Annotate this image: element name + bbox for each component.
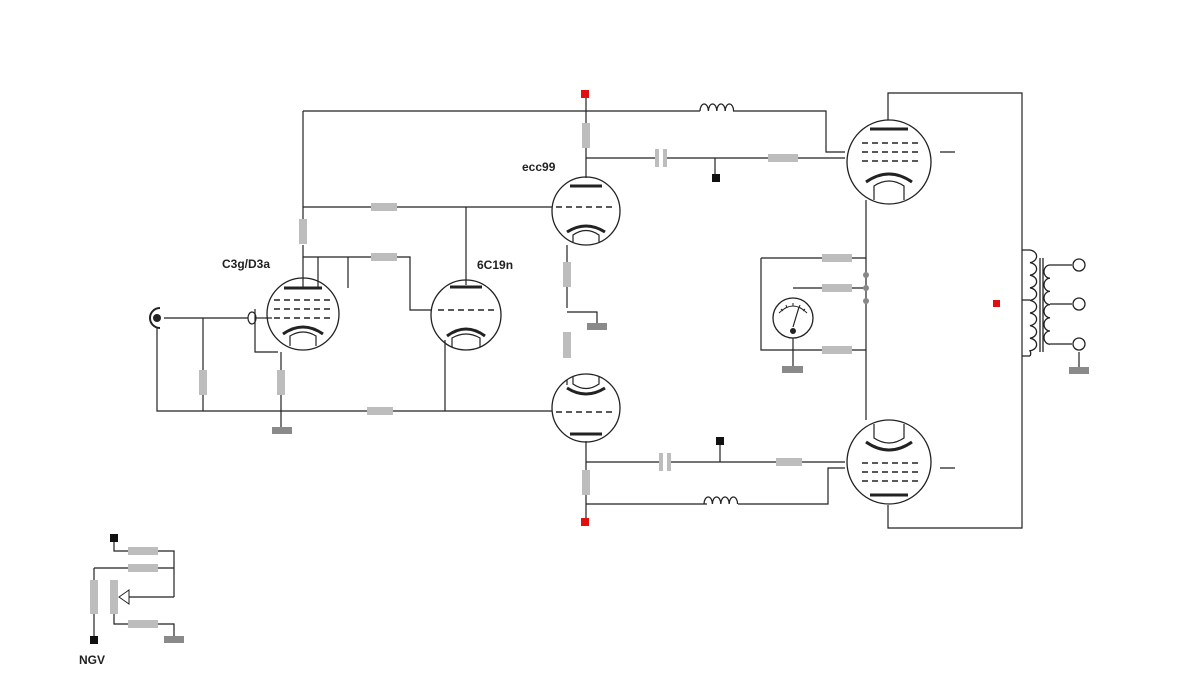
potentiometer-wiper (118, 589, 130, 605)
resistor (822, 284, 852, 292)
resistor (367, 407, 393, 415)
meter-icon (772, 297, 814, 339)
speaker-terminal (1072, 297, 1086, 311)
capacitor (663, 149, 667, 167)
potentiometer (110, 580, 118, 614)
resistor (822, 346, 852, 354)
resistor (776, 458, 802, 466)
resistor (128, 620, 158, 628)
capacitor (659, 453, 663, 471)
ground-icon (1069, 367, 1089, 374)
supply-node-black (90, 636, 98, 644)
inductors (699, 103, 739, 505)
ground-icon (272, 427, 292, 434)
inductor (699, 103, 735, 112)
capacitors (655, 149, 671, 471)
resistor (277, 370, 285, 395)
supply-node-black (110, 534, 118, 542)
capacitor (667, 453, 671, 471)
resistor (768, 154, 798, 162)
resistor (199, 370, 207, 395)
resistor (563, 332, 571, 358)
supply-node-black (716, 437, 724, 445)
resistors (90, 123, 852, 628)
tube-6c19n (430, 279, 502, 351)
supply-node-black (712, 174, 720, 182)
tube-output-upper (846, 119, 932, 205)
resistor (128, 564, 158, 572)
tube-ecc99-upper (551, 176, 621, 246)
resistor (822, 254, 852, 262)
tube-ecc99-lower (551, 373, 621, 443)
resistor (563, 262, 571, 287)
resistor (299, 219, 307, 244)
resistor (371, 253, 397, 261)
inductor (703, 496, 739, 505)
supply-nodes (90, 90, 1000, 644)
ground-icon (782, 366, 803, 373)
supply-node-red (581, 518, 589, 526)
resistor (371, 203, 397, 211)
resistor (90, 580, 98, 614)
label-tube-second: 6C19n (477, 258, 513, 272)
grounds (164, 323, 1089, 643)
label-tube-phase-splitter: ecc99 (522, 160, 556, 174)
tube-c3g-d3a (247, 277, 340, 351)
capacitor (655, 149, 659, 167)
resistor (582, 470, 590, 495)
resistor (582, 123, 590, 148)
ground-icon (164, 636, 184, 643)
speaker-terminal (1072, 337, 1086, 351)
supply-node-red (993, 300, 1000, 307)
output-transformer (1028, 249, 1086, 357)
label-bias-supply: NGV (79, 653, 105, 667)
supply-node-red (581, 90, 589, 98)
speaker-terminal (1072, 258, 1086, 272)
label-tube-input: C3g/D3a (222, 257, 270, 271)
resistor (128, 547, 158, 555)
switch-contacts (863, 272, 869, 304)
tube-output-lower (846, 419, 932, 505)
wires (93, 92, 1080, 638)
input-jack-icon (149, 307, 161, 329)
ground-icon (587, 323, 607, 330)
